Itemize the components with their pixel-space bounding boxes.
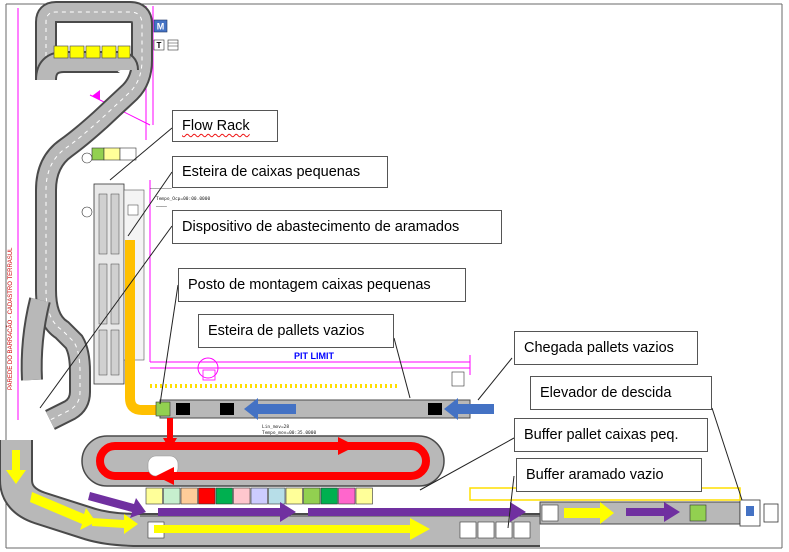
svg-text:M: M (157, 22, 165, 32)
buffer-swatch (180, 487, 198, 505)
buffer-swatch (163, 487, 181, 505)
buffer-swatch-row (145, 487, 373, 505)
buffer-swatch (145, 487, 163, 505)
callout-buffer-aramado-text: Buffer aramado vazio (526, 467, 664, 483)
magenta-direction-arrow (92, 90, 100, 100)
wall-label: PAREDE DO BARRACÃO - CADASTRO TERRASUL (7, 247, 14, 390)
svg-text:Tempo_mov=00:35.0000: Tempo_mov=00:35.0000 (262, 430, 316, 436)
callout-dispositivo: Dispositivo de abastecimento de aramados (172, 210, 502, 244)
orange-chute (125, 240, 160, 415)
marker-t: T (153, 39, 179, 51)
marker-m: M (153, 19, 168, 33)
callout-chegada-pallets-text: Chegada pallets vazios (524, 340, 674, 356)
blue-arrows (244, 398, 494, 420)
callout-buffer-pallet-text: Buffer pallet caixas peq. (524, 427, 679, 443)
callout-flow-rack-text: Flow Rack (182, 118, 250, 134)
callout-posto-montagem-text: Posto de montagem caixas pequenas (188, 277, 431, 293)
callout-esteira-caixas: Esteira de caixas pequenas (172, 156, 388, 188)
svg-text:Tempo_Ocp=00:00.0000: Tempo_Ocp=00:00.0000 (156, 196, 210, 202)
buffer-boxes (147, 521, 531, 539)
buffer-swatch (303, 487, 321, 505)
svg-text:T: T (157, 41, 162, 50)
pit-limit-label: PIT LIMIT (294, 351, 334, 361)
magenta-device (197, 357, 219, 381)
callout-esteira-pallets-text: Esteira de pallets vazios (208, 323, 365, 339)
buffer-swatch (268, 487, 286, 505)
callout-elevador-text: Elevador de descida (540, 385, 672, 401)
callout-elevador: Elevador de descida (530, 376, 712, 410)
svg-text:Lin_mov=28: Lin_mov=28 (262, 424, 289, 430)
svg-text:────: ──── (155, 205, 167, 210)
callout-esteira-pallets: Esteira de pallets vazios (198, 314, 394, 348)
buffer-swatch (250, 487, 268, 505)
end-stop-box (451, 371, 465, 387)
cart-carriers-top (53, 45, 131, 59)
buffer-swatch (215, 487, 233, 505)
buffer-swatch (285, 487, 303, 505)
buffer-swatch (338, 487, 356, 505)
callout-chegada-pallets: Chegada pallets vazios (514, 331, 698, 365)
callout-leaders (39, 127, 743, 529)
red-circulation-loop (81, 418, 445, 487)
callout-posto-montagem: Posto de montagem caixas pequenas (178, 268, 466, 302)
callout-buffer-pallet: Buffer pallet caixas peq. (514, 418, 708, 452)
callout-flow-rack: Flow Rack (172, 110, 278, 142)
buffer-swatch (198, 487, 216, 505)
buffer-swatch (355, 487, 373, 505)
callout-dispositivo-text: Dispositivo de abastecimento de aramados (182, 219, 460, 235)
purple-arrows (88, 492, 680, 522)
pallet-conveyor (155, 399, 471, 419)
buffer-swatch (233, 487, 251, 505)
tugger-track (20, 0, 153, 430)
callout-buffer-aramado: Buffer aramado vazio (516, 458, 702, 492)
callout-esteira-caixas-text: Esteira de caixas pequenas (182, 164, 361, 180)
yellow-arrows (6, 450, 614, 540)
buffer-swatch (320, 487, 338, 505)
